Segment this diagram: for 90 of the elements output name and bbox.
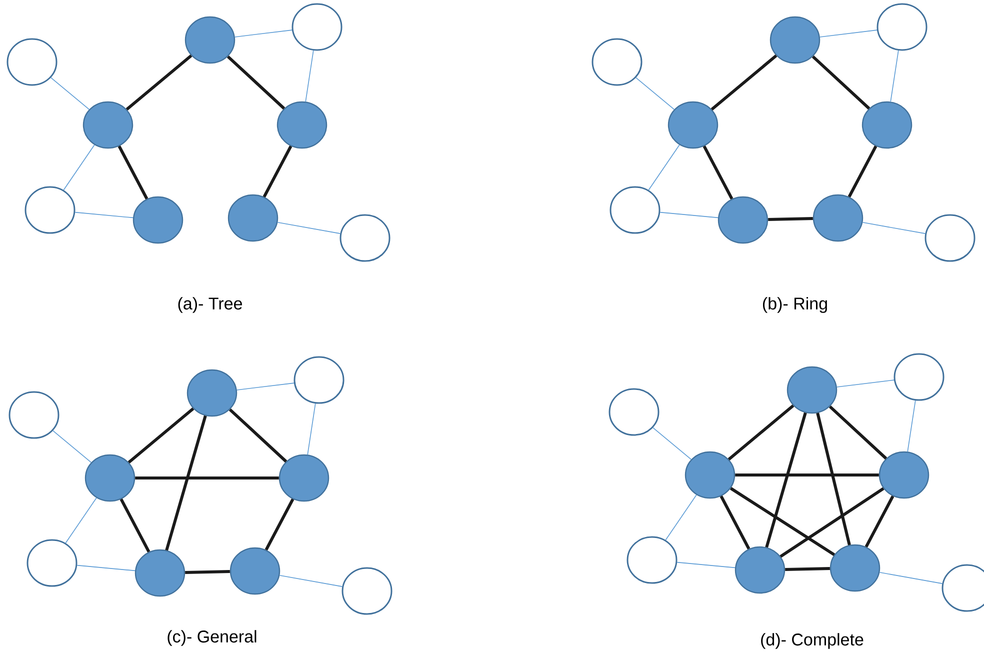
- link-line: [864, 495, 894, 548]
- link-line: [820, 30, 878, 38]
- link-line: [765, 412, 807, 548]
- network-node: [770, 16, 820, 64]
- peripheral-node: [610, 186, 660, 234]
- caption: (c)- General: [168, 630, 256, 646]
- link-line: [665, 494, 697, 540]
- link-line: [277, 222, 341, 234]
- caption: (a)- Tree: [178, 297, 242, 313]
- link-line: [730, 487, 836, 556]
- link-line: [126, 54, 192, 110]
- network-node: [812, 194, 864, 242]
- peripheral-node: [626, 536, 678, 584]
- peripheral-node: [24, 186, 76, 234]
- link-line: [836, 380, 894, 388]
- link-line: [648, 144, 680, 190]
- network-node: [718, 196, 768, 244]
- link-line: [65, 497, 97, 544]
- peripheral-node: [342, 567, 392, 615]
- link-line: [236, 382, 294, 390]
- link-line: [279, 575, 343, 587]
- link-line: [636, 77, 675, 110]
- link-line: [828, 405, 888, 460]
- link-line: [676, 562, 736, 568]
- link-line: [74, 212, 134, 218]
- link-line: [720, 495, 750, 550]
- network-node: [228, 194, 278, 242]
- network-node: [276, 101, 328, 149]
- caption: (d)- Complete: [761, 633, 864, 649]
- link-line: [50, 77, 90, 110]
- network-node: [668, 101, 718, 149]
- network-node: [82, 101, 134, 149]
- link-line: [768, 217, 813, 221]
- link-line: [305, 50, 314, 102]
- link-line: [228, 408, 288, 463]
- network-node: [684, 451, 736, 499]
- link-line: [702, 145, 734, 200]
- network-node: [734, 546, 786, 594]
- peripheral-node: [6, 38, 58, 86]
- peripheral-node: [8, 391, 60, 439]
- link-line: [165, 415, 207, 551]
- link-line: [307, 403, 316, 456]
- link-line: [118, 145, 148, 200]
- network-node: [878, 451, 930, 499]
- link-line: [907, 400, 916, 452]
- network-node: [132, 196, 184, 244]
- peripheral-node: [894, 353, 944, 401]
- link-line: [63, 144, 95, 190]
- caption: (b)- Ring: [763, 297, 827, 313]
- peripheral-node: [340, 214, 390, 262]
- link-line: [728, 404, 794, 460]
- peripheral-node: [876, 3, 928, 51]
- link-line: [52, 430, 92, 463]
- link-line: [660, 212, 718, 218]
- link-line: [848, 145, 878, 198]
- network-node: [230, 547, 280, 595]
- link-line: [816, 412, 851, 546]
- peripheral-node: [292, 3, 342, 51]
- link-line: [185, 570, 230, 574]
- link-line: [120, 498, 150, 553]
- link-line: [879, 572, 943, 584]
- link-line: [264, 498, 294, 551]
- network-node: [278, 454, 330, 502]
- network-node: [186, 369, 238, 417]
- network-node: [184, 16, 236, 64]
- link-line: [812, 55, 870, 110]
- peripheral-node: [592, 38, 642, 86]
- link-line: [262, 145, 292, 198]
- peripheral-node: [294, 356, 344, 404]
- link-line: [785, 567, 830, 571]
- network-node: [134, 549, 186, 597]
- link-line: [226, 55, 286, 110]
- peripheral-node: [608, 388, 660, 436]
- peripheral-node: [942, 564, 984, 612]
- network-node: [830, 544, 880, 592]
- network-node: [862, 101, 912, 149]
- network-node: [786, 366, 838, 414]
- network-node: [84, 454, 136, 502]
- link-line: [234, 30, 292, 38]
- link-line: [128, 408, 194, 464]
- link-line: [652, 427, 692, 460]
- link-line: [735, 474, 879, 476]
- peripheral-node: [924, 214, 976, 262]
- link-line: [76, 564, 136, 572]
- link-line: [890, 50, 899, 102]
- link-line: [135, 476, 279, 480]
- peripheral-node: [26, 539, 78, 587]
- link-line: [710, 54, 778, 110]
- link-line: [780, 487, 884, 558]
- link-line: [862, 222, 926, 234]
